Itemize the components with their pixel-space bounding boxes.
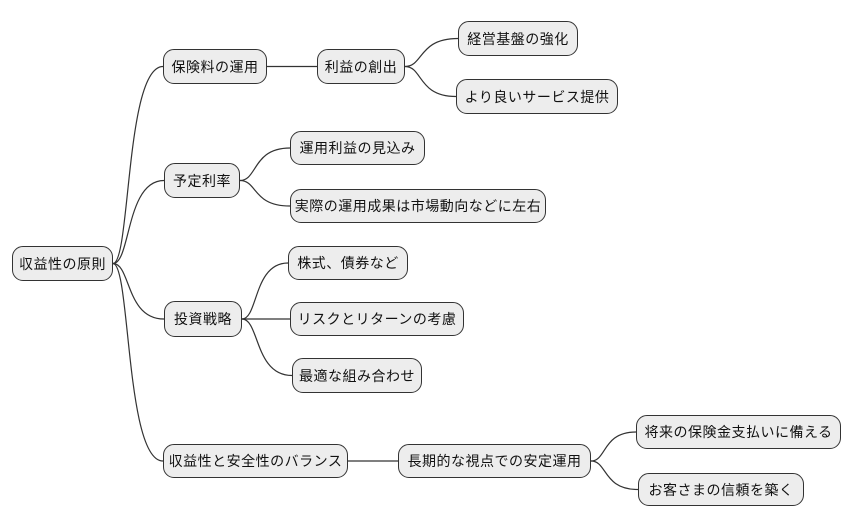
node-profit: 利益の創出 [317, 49, 405, 84]
node-expect: 運用利益の見込み [290, 131, 425, 165]
edge-longterm-future [590, 431, 637, 462]
edge-root-strategy [112, 262, 165, 320]
node-actual: 実際の運用成果は市場動向などに左右 [290, 189, 546, 223]
node-premium: 保険料の運用 [163, 49, 267, 84]
node-service: より良いサービス提供 [456, 79, 618, 114]
node-assets: 株式、債券など [288, 246, 408, 280]
node-balance: 収益性と安全性のバランス [163, 444, 348, 478]
edge-strategy-assets [241, 262, 289, 320]
node-strategy: 投資戦略 [164, 301, 242, 337]
node-risk: リスクとリターンの考慮 [290, 302, 464, 336]
edge-rate-expect [239, 147, 291, 182]
node-mix: 最適な組み合わせ [292, 358, 422, 393]
edge-profit-service [404, 65, 457, 98]
edge-root-rate [112, 179, 165, 265]
node-root: 収益性の原則 [12, 246, 113, 281]
edge-strategy-mix [241, 318, 293, 377]
edge-root-balance [112, 262, 164, 462]
node-longterm: 長期的な視点での安定運用 [398, 444, 591, 478]
node-rate: 予定利率 [164, 163, 240, 198]
node-future: 将来の保険金支払いに備える [636, 415, 841, 449]
edge-root-premium [112, 65, 164, 265]
edge-profit-base [404, 37, 459, 68]
node-trust: お客さまの信頼を築く [638, 473, 804, 506]
edge-longterm-trust [590, 460, 639, 491]
edge-rate-actual [239, 179, 291, 207]
node-base: 経営基盤の強化 [458, 21, 578, 56]
